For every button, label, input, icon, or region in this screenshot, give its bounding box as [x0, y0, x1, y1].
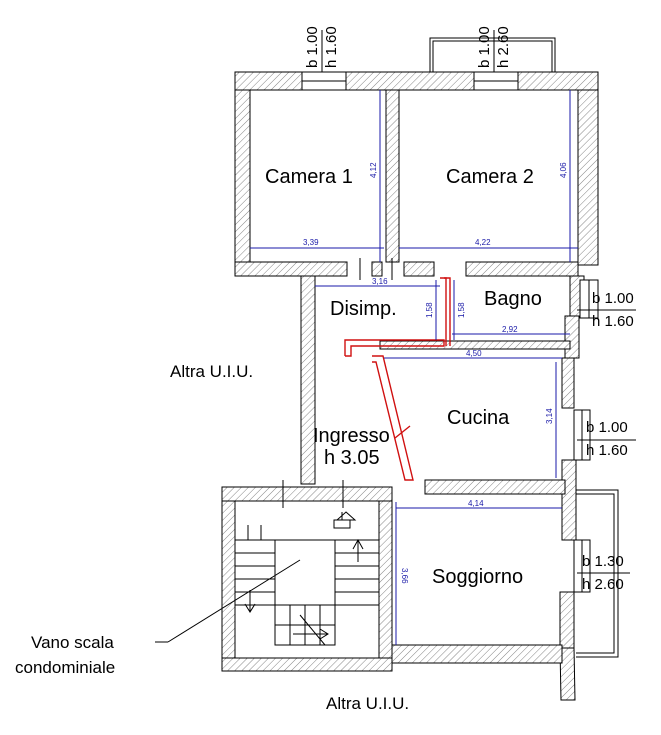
dim-camera1-depth: 4,12: [369, 162, 378, 178]
room-bagno: Bagno: [484, 288, 542, 310]
stairs: [234, 511, 380, 646]
dim-bagno-depth: 1,58: [457, 302, 466, 318]
dim-disimp-width: 3,16: [372, 277, 388, 286]
label-vano-scala: Vano scala: [31, 633, 114, 652]
dim-disimp-depth: 1,58: [425, 302, 434, 318]
window-cam1-b: b 1.00: [304, 26, 321, 68]
room-ingresso: Ingresso: [313, 425, 390, 447]
dimension-labels: 3,39 4,12 4,22 4,06 3,16 1,58 1,58 2,92 …: [303, 162, 568, 584]
room-cucina: Cucina: [447, 407, 510, 429]
window-labels: b 1.00 h 1.60 b 1.00 h 2.60 b 1.00 h 1.6…: [304, 26, 634, 593]
window-cucina-h: h 1.60: [586, 442, 628, 459]
leader-lines: [155, 30, 636, 643]
room-disimpegno: Disimp.: [330, 298, 397, 320]
room-camera-1: Camera 1: [265, 166, 353, 188]
dim-cucina-width: 4,50: [466, 349, 482, 358]
dim-cucina-depth: 3,14: [545, 408, 554, 424]
window-cam2-b: b 1.00: [476, 26, 493, 68]
window-soggiorno-b: b 1.30: [582, 553, 624, 570]
dim-camera1-width: 3,39: [303, 238, 319, 247]
dim-camera2-width: 4,22: [475, 238, 491, 247]
label-altra-uiu-left: Altra U.I.U.: [170, 362, 253, 381]
other-labels: Altra U.I.U. Altra U.I.U. Vano scala con…: [15, 362, 409, 713]
dim-camera2-depth: 4,06: [559, 162, 568, 178]
label-altra-uiu-bottom: Altra U.I.U.: [326, 694, 409, 713]
window-cam1-h: h 1.60: [323, 26, 340, 68]
door-frames: [282, 258, 435, 508]
room-ingresso-height: h 3.05: [324, 447, 380, 469]
window-cucina-b: b 1.00: [586, 419, 628, 436]
window-soggiorno-h: h 2.60: [582, 576, 624, 593]
red-partitions: [344, 277, 451, 481]
dim-soggiorno-width: 4,14: [468, 499, 484, 508]
window-openings: [301, 71, 599, 593]
dim-soggiorno-depth: 3,66: [400, 568, 409, 584]
window-cam2-h: h 2.60: [495, 26, 512, 68]
dim-bagno-width: 2,92: [502, 325, 518, 334]
dimension-lines: [250, 90, 578, 645]
room-labels: Camera 1 Camera 2 Disimp. Bagno Cucina I…: [265, 166, 542, 588]
room-camera-2: Camera 2: [446, 166, 534, 188]
label-condominiale: condominiale: [15, 658, 115, 677]
window-bagno-h: h 1.60: [592, 313, 634, 330]
room-soggiorno: Soggiorno: [432, 566, 523, 588]
window-bagno-b: b 1.00: [592, 290, 634, 307]
